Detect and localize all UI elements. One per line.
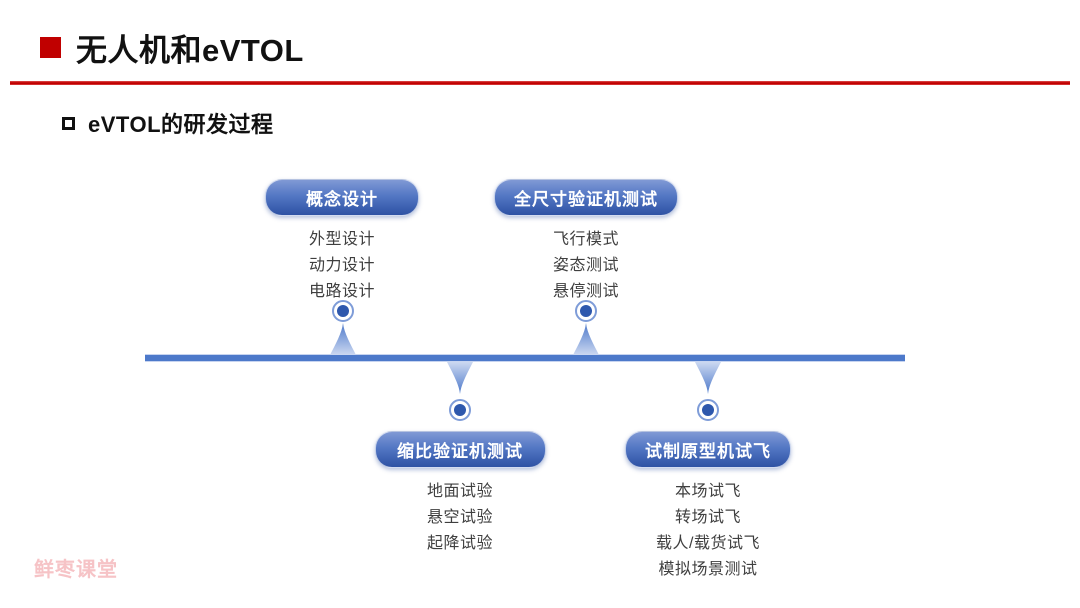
timeline-node-dot-icon — [702, 404, 714, 416]
stage-item: 转场试飞 — [674, 509, 741, 526]
stage-item: 模拟场景测试 — [658, 561, 758, 578]
timeline-connector-down-icon — [447, 362, 473, 394]
timeline-connector-up-icon — [573, 323, 599, 355]
stage-item: 动力设计 — [308, 257, 375, 274]
stage-fullscale-test: 全尺寸验证机测试 飞行模式姿态测试悬停测试 — [466, 179, 706, 305]
title-divider — [10, 81, 1070, 85]
stage-item: 悬空试验 — [426, 509, 493, 526]
stage-item-list: 本场试飞转场试飞载人/载货试飞模拟场景测试 — [588, 479, 828, 583]
watermark: 鲜枣课堂 — [34, 559, 118, 581]
timeline-connector-down-icon — [695, 362, 721, 394]
timeline-node-dot-icon — [454, 404, 466, 416]
page-title: 无人机和eVTOL — [76, 33, 304, 68]
timeline-node-icon — [697, 399, 719, 421]
stage-item: 地面试验 — [426, 483, 493, 500]
stage-item: 电路设计 — [308, 283, 375, 300]
stage-item: 本场试飞 — [674, 483, 741, 500]
stage-item: 飞行模式 — [552, 231, 619, 248]
stage-item: 悬停测试 — [552, 283, 619, 300]
stage-concept-design: 概念设计 外型设计动力设计电路设计 — [222, 179, 462, 305]
stage-badge: 试制原型机试飞 — [625, 431, 791, 468]
stage-badge: 全尺寸验证机测试 — [494, 179, 678, 216]
stage-prototype-flight: 试制原型机试飞 本场试飞转场试飞载人/载货试飞模拟场景测试 — [588, 431, 828, 583]
title-square-bullet-icon — [40, 37, 61, 58]
section-subtitle: eVTOL的研发过程 — [88, 112, 274, 137]
timeline-node-dot-icon — [337, 305, 349, 317]
stage-item: 起降试验 — [426, 535, 493, 552]
stage-item-list: 地面试验悬空试验起降试验 — [340, 479, 580, 557]
timeline-node-icon — [332, 300, 354, 322]
stage-item: 载人/载货试飞 — [656, 535, 760, 552]
stage-badge: 概念设计 — [265, 179, 419, 216]
stage-item-list: 外型设计动力设计电路设计 — [222, 227, 462, 305]
subtitle-square-bullet-icon — [62, 116, 75, 130]
timeline-bar — [145, 354, 905, 362]
stage-subscale-test: 缩比验证机测试 地面试验悬空试验起降试验 — [340, 431, 580, 557]
subtitle-row: eVTOL的研发过程 — [62, 107, 274, 139]
timeline-connector-up-icon — [330, 323, 356, 355]
timeline-node-icon — [449, 399, 471, 421]
timeline-node-dot-icon — [580, 305, 592, 317]
stage-item: 姿态测试 — [552, 257, 619, 274]
stage-badge: 缩比验证机测试 — [374, 431, 546, 468]
stage-item: 外型设计 — [308, 231, 375, 248]
stage-item-list: 飞行模式姿态测试悬停测试 — [466, 227, 706, 305]
timeline-node-icon — [575, 300, 597, 322]
